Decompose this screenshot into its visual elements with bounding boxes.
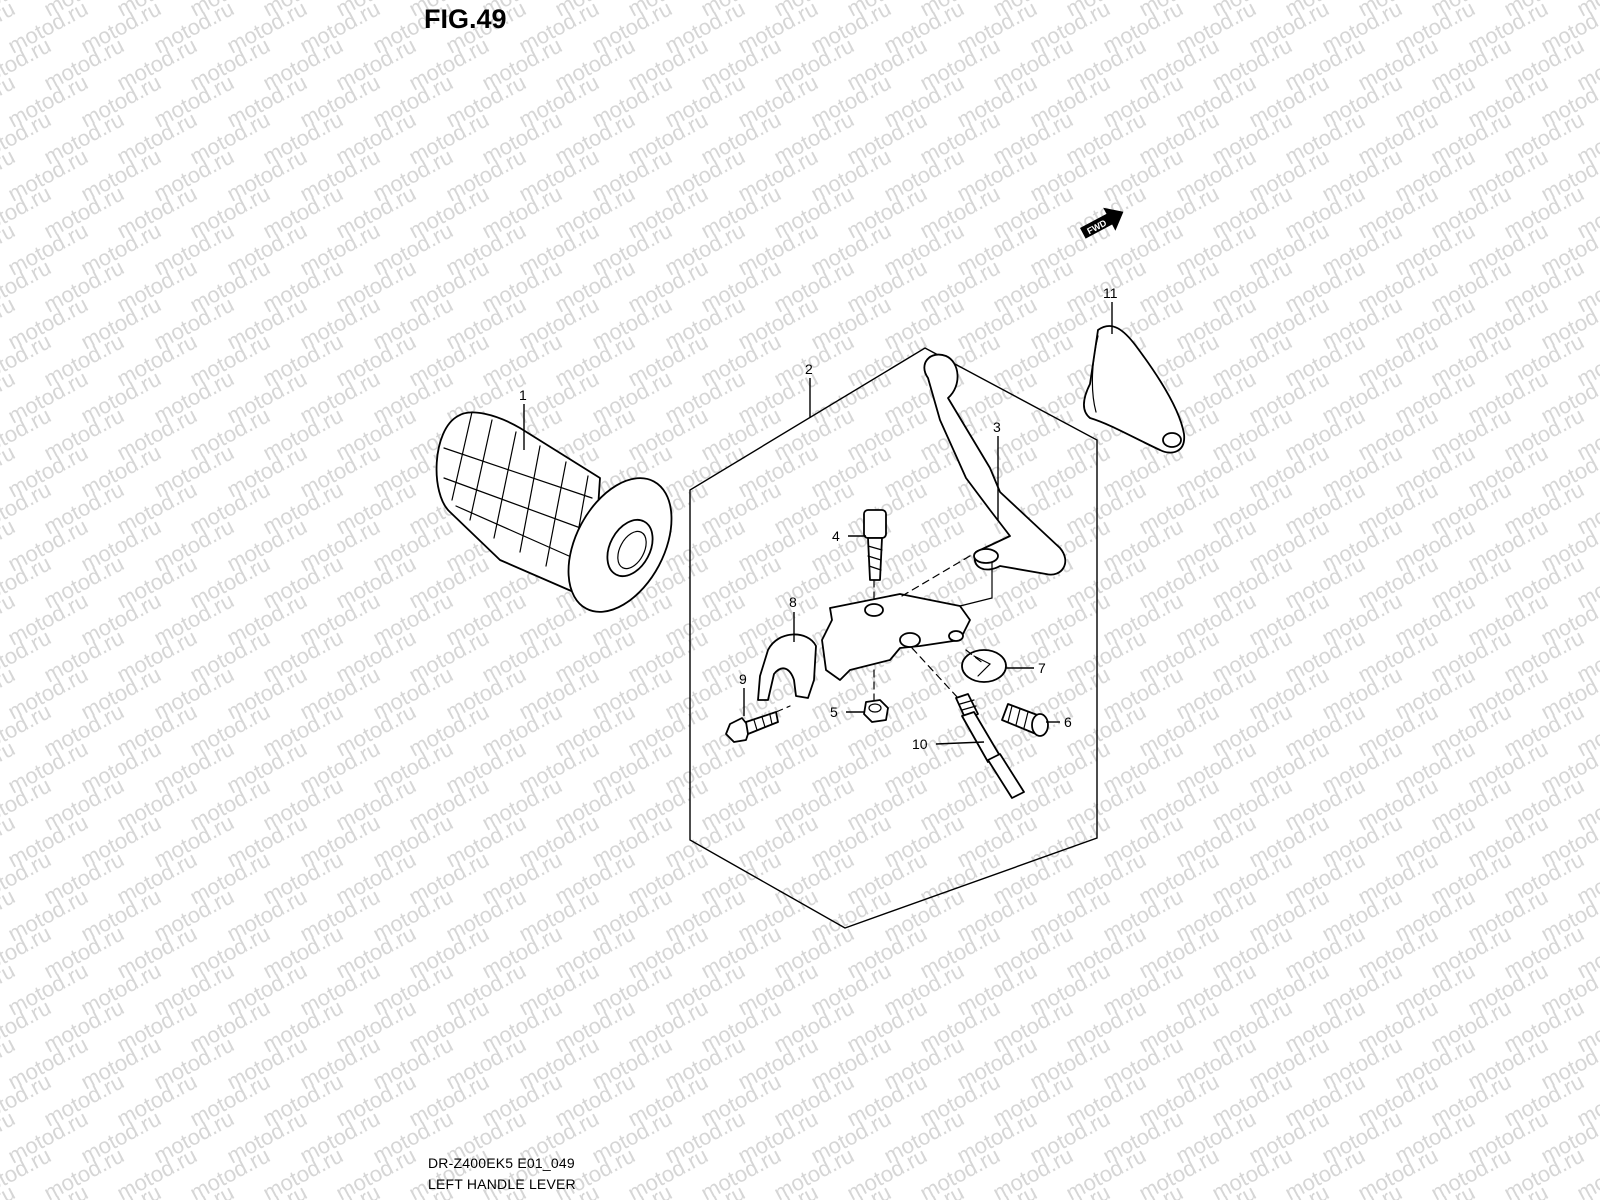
callout-6: 6 bbox=[1064, 714, 1072, 730]
callout-10: 10 bbox=[912, 736, 928, 752]
grip-part bbox=[435, 411, 673, 613]
callout-7: 7 bbox=[1038, 660, 1046, 676]
callout-3: 3 bbox=[993, 419, 1001, 435]
callout-1: 1 bbox=[519, 387, 527, 403]
assembly-frame bbox=[689, 347, 1098, 929]
callout-9: 9 bbox=[739, 671, 747, 687]
section-title: LEFT HANDLE LEVER bbox=[428, 1176, 576, 1192]
leader-lines bbox=[523, 302, 1113, 745]
model-code: DR-Z400EK5 E01_049 bbox=[428, 1155, 575, 1171]
fwd-arrow-icon: FWD bbox=[1080, 207, 1124, 239]
bolt-part bbox=[863, 509, 887, 581]
assembly-guides bbox=[775, 549, 993, 713]
adjuster-part bbox=[1001, 703, 1049, 737]
nut-part bbox=[863, 699, 889, 723]
lever-part bbox=[923, 353, 1067, 576]
cable-cap-part bbox=[961, 649, 1007, 683]
cable-part bbox=[955, 693, 1025, 799]
footer: DR-Z400EK5 E01_049 LEFT HANDLE LEVER bbox=[428, 1153, 576, 1195]
callout-4: 4 bbox=[832, 528, 840, 544]
callout-2: 2 bbox=[805, 361, 813, 377]
callout-8: 8 bbox=[789, 594, 797, 610]
figure-title: FIG.49 bbox=[424, 4, 507, 34]
cover-part bbox=[1083, 325, 1185, 454]
clamp-bolt-part bbox=[725, 711, 779, 743]
callout-11: 11 bbox=[1103, 285, 1118, 301]
clamp-part bbox=[757, 633, 817, 701]
holder-part bbox=[821, 593, 971, 681]
callout-5: 5 bbox=[830, 704, 838, 720]
